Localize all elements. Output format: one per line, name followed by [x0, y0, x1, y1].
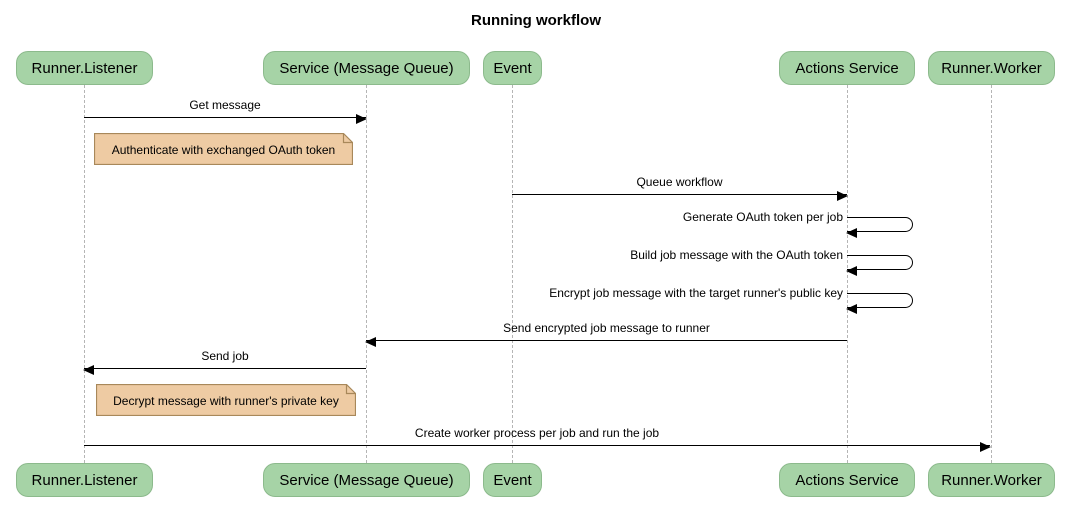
arrowhead-left-icon [846, 303, 857, 314]
lifeline-runner-listener [84, 85, 85, 463]
participant-label: Runner.Listener [31, 471, 138, 489]
lifeline-runner-worker [991, 85, 992, 463]
message-label: Create worker process per job and run th… [414, 426, 660, 440]
participant-top-event: Event [483, 51, 542, 85]
self-message-label-build-job-message: Build job message with the OAuth token [630, 248, 843, 262]
self-message-label-encrypt-job-message: Encrypt job message with the target runn… [549, 286, 843, 300]
diagram-title: Running workflow [471, 12, 601, 29]
participant-label: Runner.Worker [941, 471, 1042, 489]
arrowhead-right-icon [980, 441, 991, 452]
message-line [84, 368, 366, 369]
message-send-encrypted-job: Send encrypted job message to runner [365, 317, 847, 347]
message-label: Get message [189, 98, 261, 112]
arrowhead-right-icon [837, 190, 848, 201]
message-line [84, 117, 366, 118]
note-fold [342, 133, 353, 144]
participant-label: Event [493, 59, 532, 77]
participant-label: Event [493, 471, 532, 489]
arrowhead-left-icon [846, 265, 857, 276]
participant-label: Runner.Listener [31, 59, 138, 77]
participant-top-service-message-queue: Service (Message Queue) [263, 51, 470, 85]
participant-label: Runner.Worker [941, 59, 1042, 77]
participant-bottom-service-message-queue: Service (Message Queue) [263, 463, 470, 497]
note-text: Decrypt message with runner's private ke… [113, 393, 339, 408]
self-loop-encrypt-job-message [846, 293, 913, 314]
arrowhead-left-icon [365, 336, 376, 347]
self-loop-generate-oauth [846, 217, 913, 238]
note-authenticate: Authenticate with exchanged OAuth token [94, 133, 353, 165]
message-label: Send encrypted job message to runner [503, 321, 710, 335]
participant-label: Service (Message Queue) [279, 471, 454, 489]
note-fold [345, 384, 356, 395]
note-shape [96, 384, 356, 416]
participant-label: Service (Message Queue) [279, 59, 454, 77]
message-line [512, 194, 847, 195]
note-decrypt: Decrypt message with runner's private ke… [96, 384, 356, 416]
participant-bottom-actions-service: Actions Service [779, 463, 915, 497]
message-send-job: Send job [83, 345, 366, 375]
lifeline-event [512, 85, 513, 463]
arrowhead-left-icon [83, 364, 94, 375]
participant-bottom-event: Event [483, 463, 542, 497]
message-line [84, 445, 990, 446]
arrowhead-right-icon [356, 113, 367, 124]
message-line [366, 340, 847, 341]
message-label: Queue workflow [636, 175, 723, 189]
message-create-worker-process: Create worker process per job and run th… [84, 422, 991, 452]
message-label: Send job [201, 349, 249, 363]
self-loop-build-job-message [846, 255, 913, 276]
participant-bottom-runner-listener: Runner.Listener [16, 463, 153, 497]
note-text: Authenticate with exchanged OAuth token [111, 142, 336, 157]
message-queue-workflow: Queue workflow [512, 171, 848, 201]
arrowhead-left-icon [846, 227, 857, 238]
participant-top-runner-worker: Runner.Worker [928, 51, 1055, 85]
self-message-label-generate-oauth: Generate OAuth token per job [682, 210, 843, 224]
participant-top-runner-listener: Runner.Listener [16, 51, 153, 85]
participant-label: Actions Service [795, 59, 899, 77]
lifeline-service-message-queue [366, 85, 367, 463]
participant-top-actions-service: Actions Service [779, 51, 915, 85]
participant-bottom-runner-worker: Runner.Worker [928, 463, 1055, 497]
note-shape [94, 133, 353, 165]
message-get-message: Get message [84, 94, 367, 124]
participant-label: Actions Service [795, 471, 899, 489]
